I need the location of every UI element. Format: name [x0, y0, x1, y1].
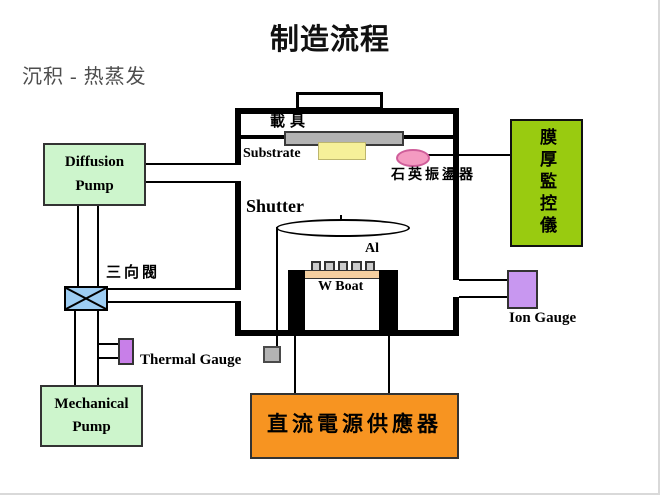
film-thickness-monitor-label: 膜厚監控儀 [537, 128, 556, 238]
pipe-ion-top [459, 279, 507, 281]
chamber-wall-bottom [235, 330, 459, 336]
quartz-oscillator [396, 149, 430, 167]
carrier-label: 載具 [270, 114, 311, 130]
chamber-wall-left-middle [235, 182, 241, 288]
diffusion-pump-label-line1: Diffusion [64, 154, 125, 171]
w-boat-label: W Boat [318, 279, 364, 294]
pipe-thermal-top [98, 343, 119, 345]
shutter-disk-notch [340, 215, 342, 220]
power-wire-right [388, 336, 390, 394]
quartz-monitor-wire [427, 154, 510, 156]
dc-power-supply-box: 直流電源供應器 [250, 393, 459, 459]
pipe-valve-chamber-bottom [108, 301, 241, 303]
thermal-gauge-label: Thermal Gauge [140, 352, 242, 368]
chamber-wall-left-lower [235, 302, 241, 336]
shutter-rod [276, 227, 278, 347]
boat-electrode-right [379, 270, 398, 336]
boat-electrode-left [288, 270, 305, 336]
aluminum-label: Al [365, 241, 379, 256]
mechanical-pump-box: Mechanical Pump [40, 385, 143, 447]
ion-gauge-box [507, 270, 538, 309]
power-wire-left [294, 336, 296, 394]
three-way-valve-label: 三向閥 [106, 265, 161, 281]
chamber-wall-top [235, 108, 459, 114]
pipe-thermal-bottom [98, 357, 119, 359]
page-subtitle: 沉积 - 热蒸发 [22, 66, 147, 88]
pipe-valve-mech-left [74, 311, 76, 385]
shutter-disk [276, 219, 410, 237]
page-title: 制造流程 [269, 24, 390, 56]
chamber-wall-left-upper [235, 108, 241, 165]
shutter-rod-handle [263, 346, 281, 363]
pipe-valve-mech-right [97, 311, 99, 385]
substrate-label: Substrate [243, 146, 301, 161]
film-thickness-monitor-box: 膜厚監控儀 [510, 119, 583, 247]
chamber-wall-right-lower [453, 297, 459, 336]
w-boat [303, 270, 381, 279]
thermal-gauge-box [118, 338, 134, 365]
ion-gauge-label: Ion Gauge [509, 310, 577, 326]
shutter-label: Shutter [246, 196, 304, 216]
three-way-valve [64, 286, 108, 311]
pipe-pump-chamber-bottom [146, 181, 241, 183]
mechanical-pump-label-line2: Pump [72, 419, 111, 435]
pipe-ion-bottom [459, 296, 507, 298]
pipe-valve-chamber-top [108, 288, 241, 290]
pipe-pump-valve-right [97, 206, 99, 286]
mechanical-pump-label-line1: Mechanical [54, 395, 129, 412]
diffusion-pump-box: Diffusion Pump [43, 143, 146, 206]
dc-power-supply-label: 直流電源供應器 [267, 412, 442, 436]
diffusion-pump-label-line2: Pump [75, 177, 114, 194]
pipe-pump-chamber-top [146, 163, 241, 165]
quartz-oscillator-label: 石英振盪器 [391, 168, 476, 183]
substrate [318, 142, 366, 160]
valve-x-icon [65, 287, 107, 310]
pipe-pump-valve-left [77, 206, 79, 286]
chamber-wall-right-upper [453, 108, 459, 280]
